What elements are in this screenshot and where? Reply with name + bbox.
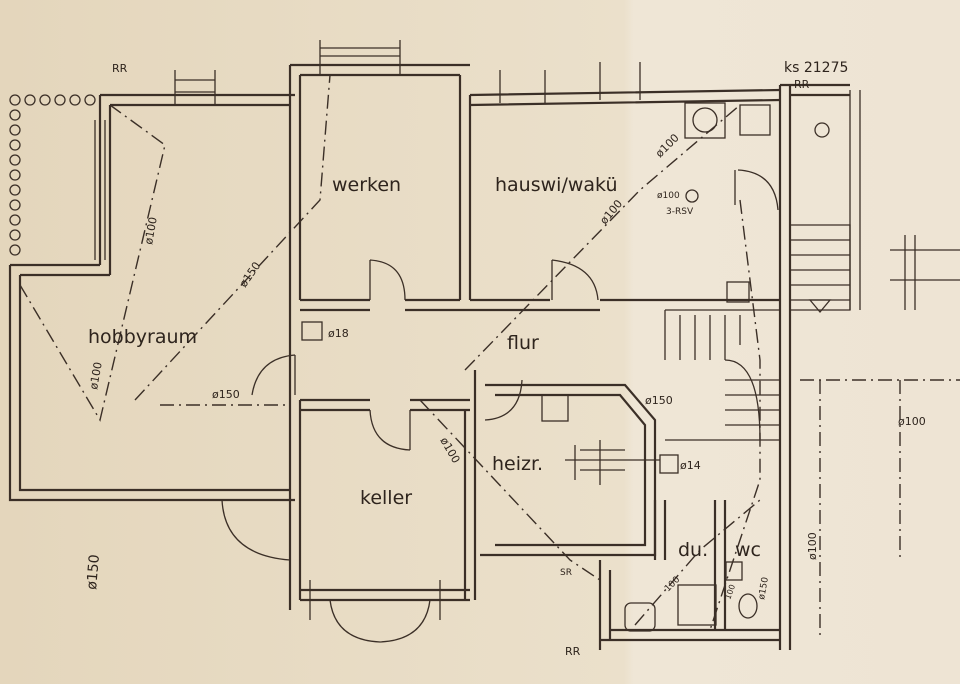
- pipe-diameter: ø100: [87, 361, 105, 391]
- sr-label: SR: [560, 568, 572, 578]
- room-label-heizr: heizr.: [492, 453, 543, 475]
- room-label-werken: werken: [332, 174, 401, 196]
- room-label-wc: wc: [735, 539, 761, 561]
- room-label-hobbyraum: hobbyraum: [88, 326, 197, 348]
- valve-label: 3-RSV: [666, 207, 694, 217]
- pipe-diameter: ø150: [212, 388, 240, 401]
- pipe-diameter: ø150: [757, 576, 771, 600]
- plan-number: ks 21275: [784, 60, 848, 76]
- rr-label: RR: [565, 645, 581, 658]
- room-label-flur: flur: [507, 332, 539, 354]
- rr-label: RR: [794, 78, 810, 91]
- room-label-du: du.: [678, 539, 708, 561]
- room-labels: hobbyraum werken hauswi/wakü flur heizr.…: [88, 174, 761, 561]
- pipe-diameter: ø14: [680, 459, 701, 472]
- walls: [8, 40, 960, 650]
- rr-label: RR: [112, 62, 128, 75]
- pipe-diameter: ø150: [84, 554, 103, 591]
- pipe-diameter: ø100: [657, 191, 680, 201]
- pipe-diameter: ø18: [328, 327, 349, 340]
- pipe-diameter: ø100: [806, 532, 819, 560]
- room-label-keller: keller: [360, 487, 412, 509]
- pipe-diameter: ø150: [645, 394, 673, 407]
- pipe-diameter: ø100: [898, 415, 926, 428]
- room-label-hauswi: hauswi/wakü: [495, 174, 618, 196]
- pipe-diameter: ø100: [142, 216, 160, 246]
